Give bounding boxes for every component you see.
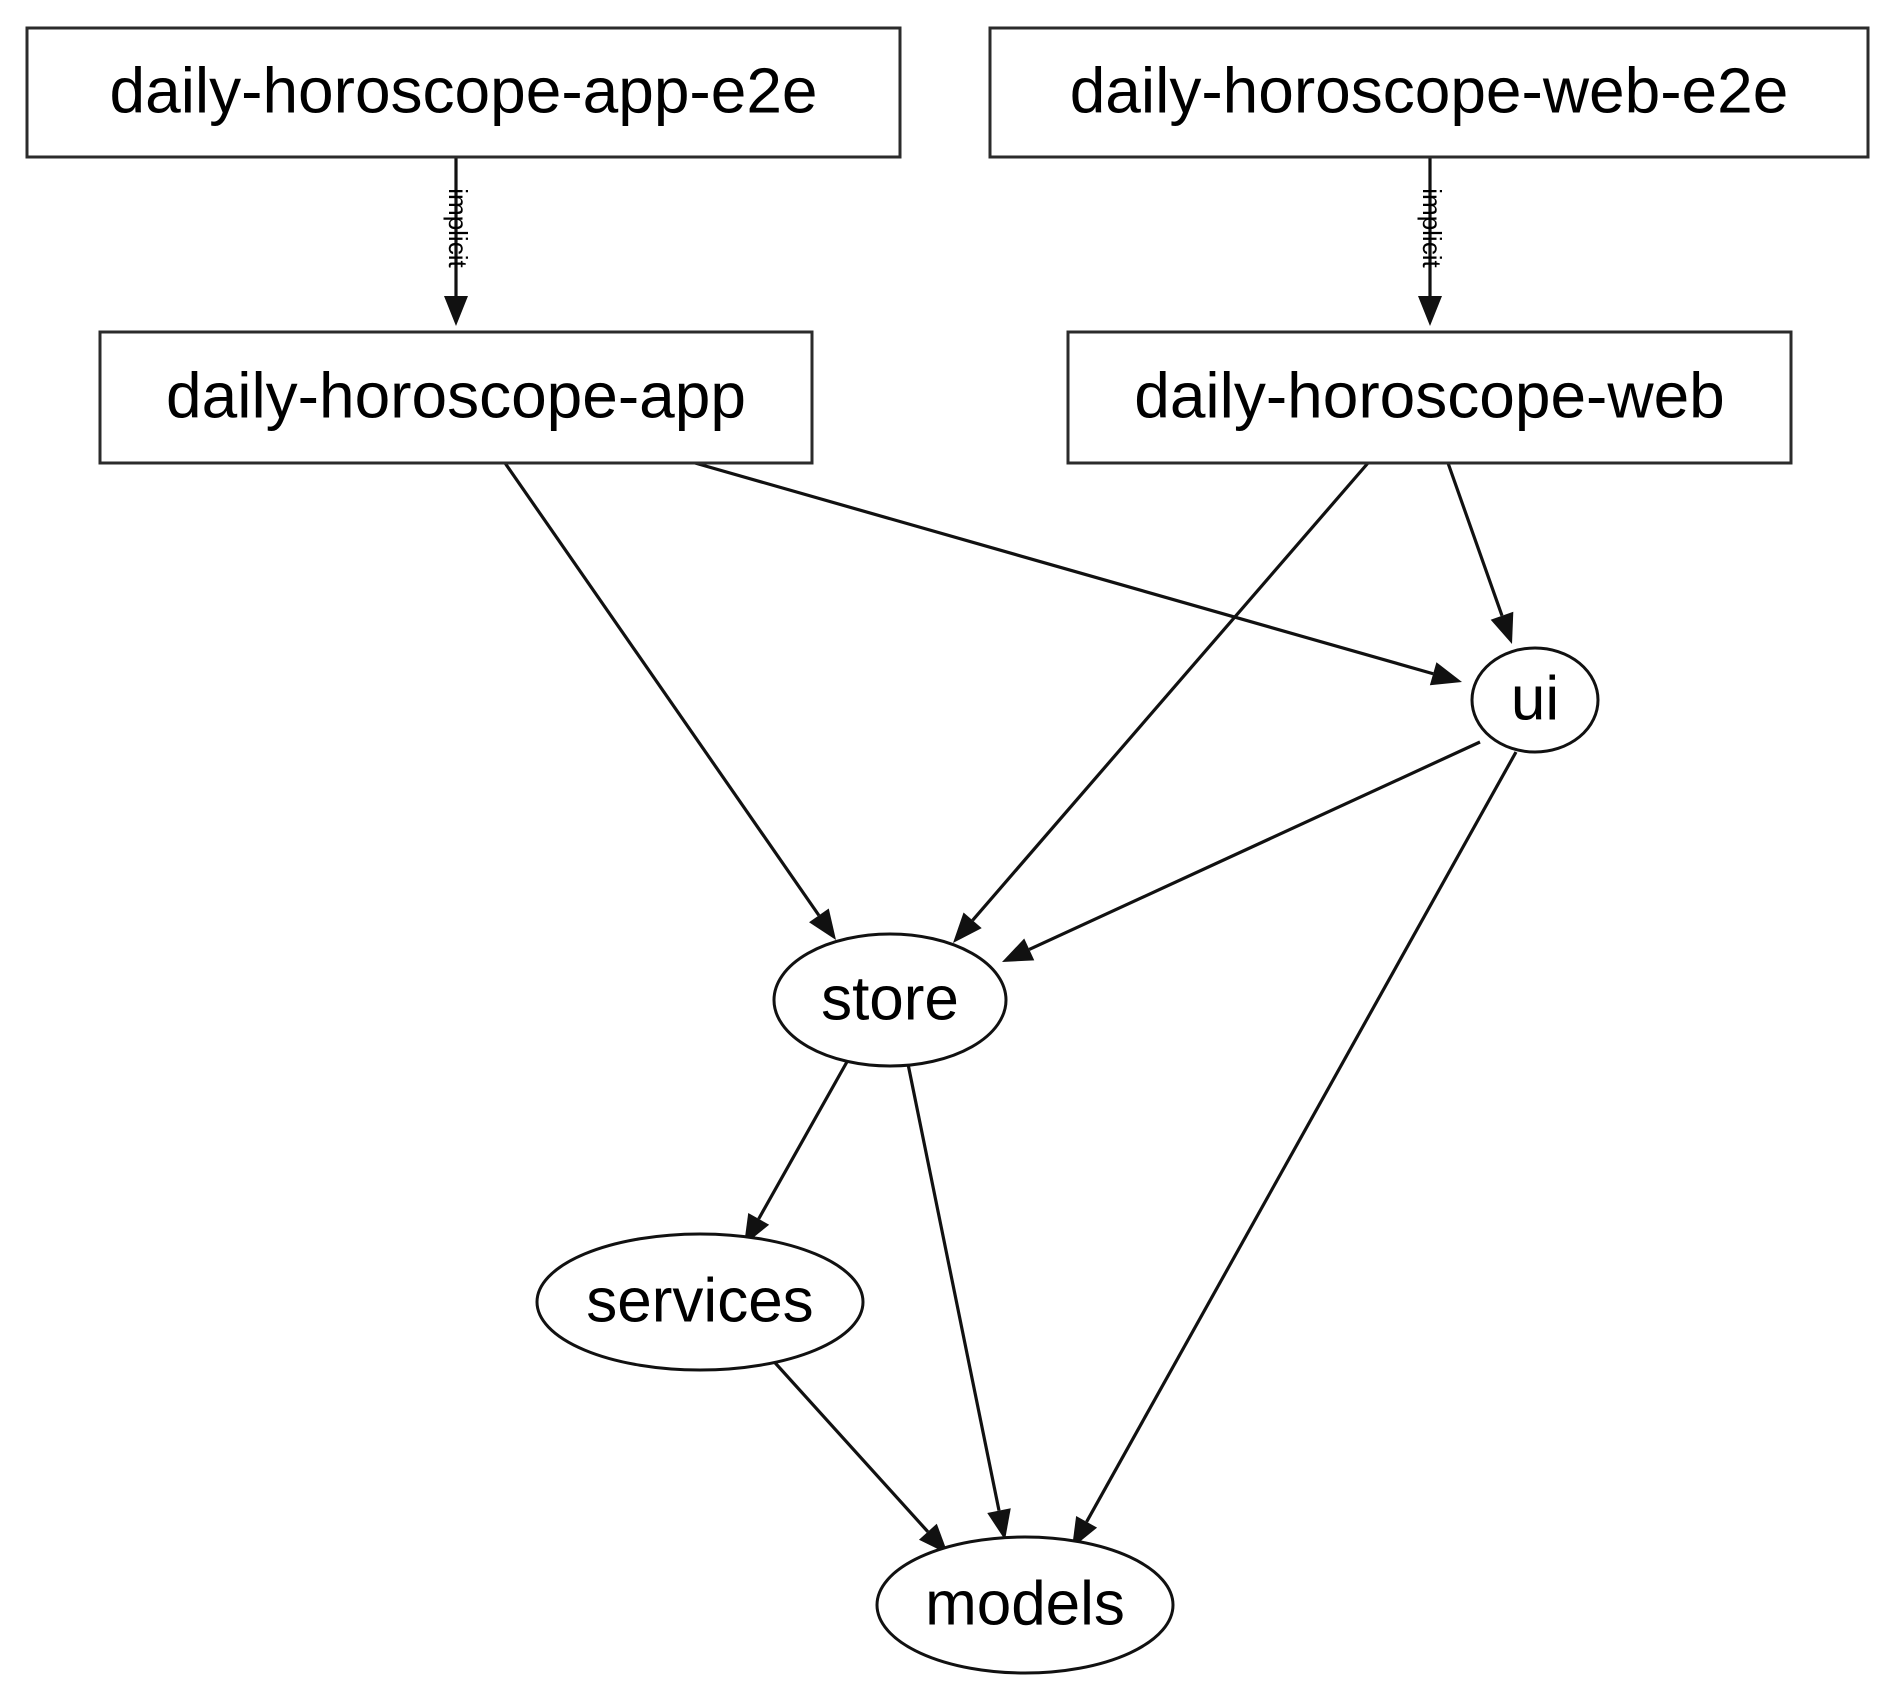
arrowhead-icon <box>918 1523 948 1554</box>
node-rect[interactable] <box>1066 330 1793 465</box>
edge-daily-horoscope-app-to-store <box>503 462 836 940</box>
edge-ui-to-models <box>1072 751 1518 1548</box>
node-ellipse[interactable] <box>875 1535 1175 1675</box>
edge-daily-horoscope-app-to-ui <box>694 461 1462 686</box>
arrowhead-icon <box>987 1508 1011 1540</box>
arrowhead-icon <box>953 912 982 943</box>
node-ellipse[interactable] <box>1470 646 1600 754</box>
arrowhead-icon <box>1490 611 1514 644</box>
node-label: daily-horoscope-web-e2e <box>1070 54 1789 126</box>
node-label: models <box>925 1569 1125 1638</box>
edge-shaft <box>1028 740 1481 951</box>
edge-shaft <box>694 461 1434 676</box>
node-ellipse[interactable] <box>535 1232 865 1372</box>
edge-shaft <box>1446 462 1504 617</box>
node-rect[interactable] <box>25 26 902 159</box>
node-label: services <box>586 1266 813 1335</box>
edge-services-to-models <box>766 1353 948 1554</box>
node-label: daily-horoscope-web <box>1134 359 1725 431</box>
arrowhead-icon <box>444 296 468 326</box>
node-label: ui <box>1511 664 1559 733</box>
node-rect[interactable] <box>98 330 814 465</box>
edge-shaft <box>503 462 821 917</box>
edge-shaft <box>757 1059 850 1220</box>
node-label: daily-horoscope-app-e2e <box>110 54 818 126</box>
edge-shaft <box>766 1353 930 1533</box>
edge-daily-horoscope-app-e2e-to-daily-horoscope-app: implicit <box>443 157 473 326</box>
edge-shaft <box>971 461 1370 922</box>
node-daily-horoscope-app-e2e[interactable]: daily-horoscope-app-e2e <box>25 26 902 159</box>
arrowhead-icon <box>1429 662 1462 686</box>
node-label: daily-horoscope-app <box>166 359 746 431</box>
arrowhead-icon <box>809 908 836 940</box>
node-daily-horoscope-web[interactable]: daily-horoscope-web <box>1066 330 1793 465</box>
node-services[interactable]: services <box>535 1232 865 1372</box>
node-daily-horoscope-app[interactable]: daily-horoscope-app <box>98 330 814 465</box>
node-ellipse[interactable] <box>772 932 1008 1068</box>
edge-store-to-services <box>744 1059 850 1245</box>
edge-shaft <box>906 1063 1001 1511</box>
node-models[interactable]: models <box>875 1535 1175 1675</box>
edge-ui-to-store <box>1002 740 1481 962</box>
edge-daily-horoscope-web-to-ui <box>1446 462 1514 644</box>
edge-store-to-models <box>906 1063 1011 1540</box>
edge-daily-horoscope-web-to-store <box>953 461 1370 943</box>
arrowhead-icon <box>1002 938 1035 962</box>
edge-label-implicit: implicit <box>443 188 473 268</box>
edge-daily-horoscope-web-e2e-to-daily-horoscope-web: implicit <box>1417 157 1447 326</box>
edge-shaft <box>1085 751 1518 1523</box>
arrowhead-icon <box>1418 296 1442 326</box>
node-label: store <box>821 964 959 1033</box>
node-layer: daily-horoscope-app-e2e daily-horoscope-w… <box>25 26 1870 1675</box>
node-daily-horoscope-web-e2e[interactable]: daily-horoscope-web-e2e <box>988 26 1870 159</box>
node-rect[interactable] <box>988 26 1870 159</box>
node-store[interactable]: store <box>772 932 1008 1068</box>
edge-label-implicit: implicit <box>1417 188 1447 268</box>
node-ui[interactable]: ui <box>1470 646 1600 754</box>
